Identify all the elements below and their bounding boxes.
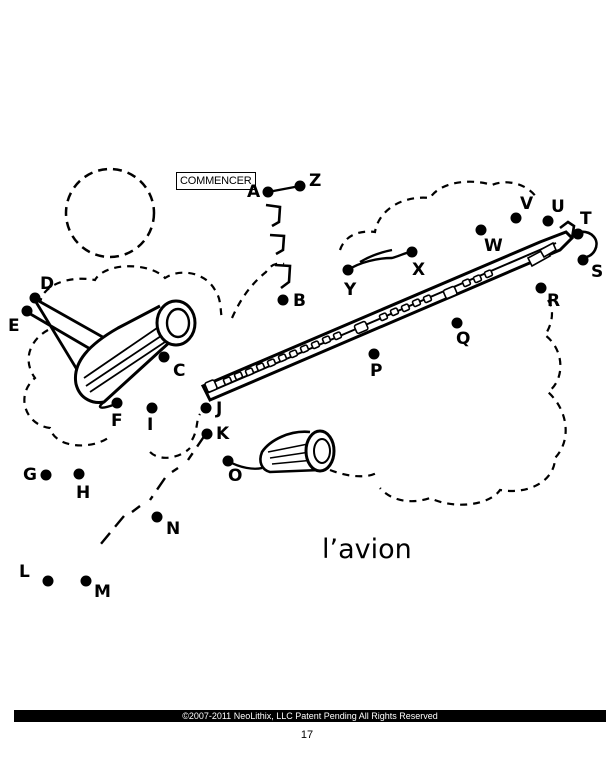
copyright-bar: ©2007-2011 NeoLithix, LLC Patent Pending… (14, 710, 606, 722)
cockpit (526, 241, 558, 268)
dot-label-d: D (40, 274, 55, 294)
dot-label-b: B (293, 291, 306, 311)
dot-label-y: Y (344, 280, 357, 300)
dot-label-h: H (76, 483, 91, 503)
fuselage-windows (204, 269, 494, 393)
page-number: 17 (300, 729, 314, 741)
dot-label-i: I (147, 415, 154, 435)
dot-label-f: F (111, 411, 123, 431)
dot-label-p: P (370, 361, 383, 381)
engine-left-body (73, 304, 174, 404)
start-label: COMMENCER (176, 172, 256, 190)
dot-label-q: Q (456, 329, 471, 349)
engine-right-body (259, 430, 321, 474)
tail-fin-squiggle (347, 248, 413, 272)
dot-label-u: U (551, 197, 565, 217)
sun-outline (64, 167, 156, 259)
engine-left-inner (165, 307, 191, 339)
dot-label-m: M (94, 582, 111, 602)
dot-label-c: C (173, 361, 186, 381)
dot-label-a: A (247, 182, 261, 202)
dot-label-n: N (166, 519, 181, 539)
dot-label-t: T (580, 209, 592, 229)
dot-label-j: J (216, 399, 223, 419)
lower-trail (99, 434, 206, 546)
dot-label-w: W (484, 236, 503, 256)
right-cloud-outline (230, 180, 567, 506)
dot-label-g: G (23, 465, 37, 485)
dot-label-v: V (520, 194, 534, 214)
dot-label-k: K (216, 424, 230, 444)
dot-label-r: R (547, 291, 561, 311)
engine-right-inner (313, 438, 331, 464)
dot-label-l: L (19, 562, 30, 582)
dot-label-e: E (8, 316, 20, 336)
dot-label-x: X (412, 260, 426, 280)
dot-label-z: Z (309, 171, 322, 191)
dot-label-o: O (228, 466, 243, 486)
engine-left-stripes (83, 325, 169, 393)
dot-label-s: S (591, 262, 604, 282)
dots (21, 180, 589, 587)
bracket-segments (265, 203, 292, 290)
caption-title: l’avion (322, 534, 412, 565)
